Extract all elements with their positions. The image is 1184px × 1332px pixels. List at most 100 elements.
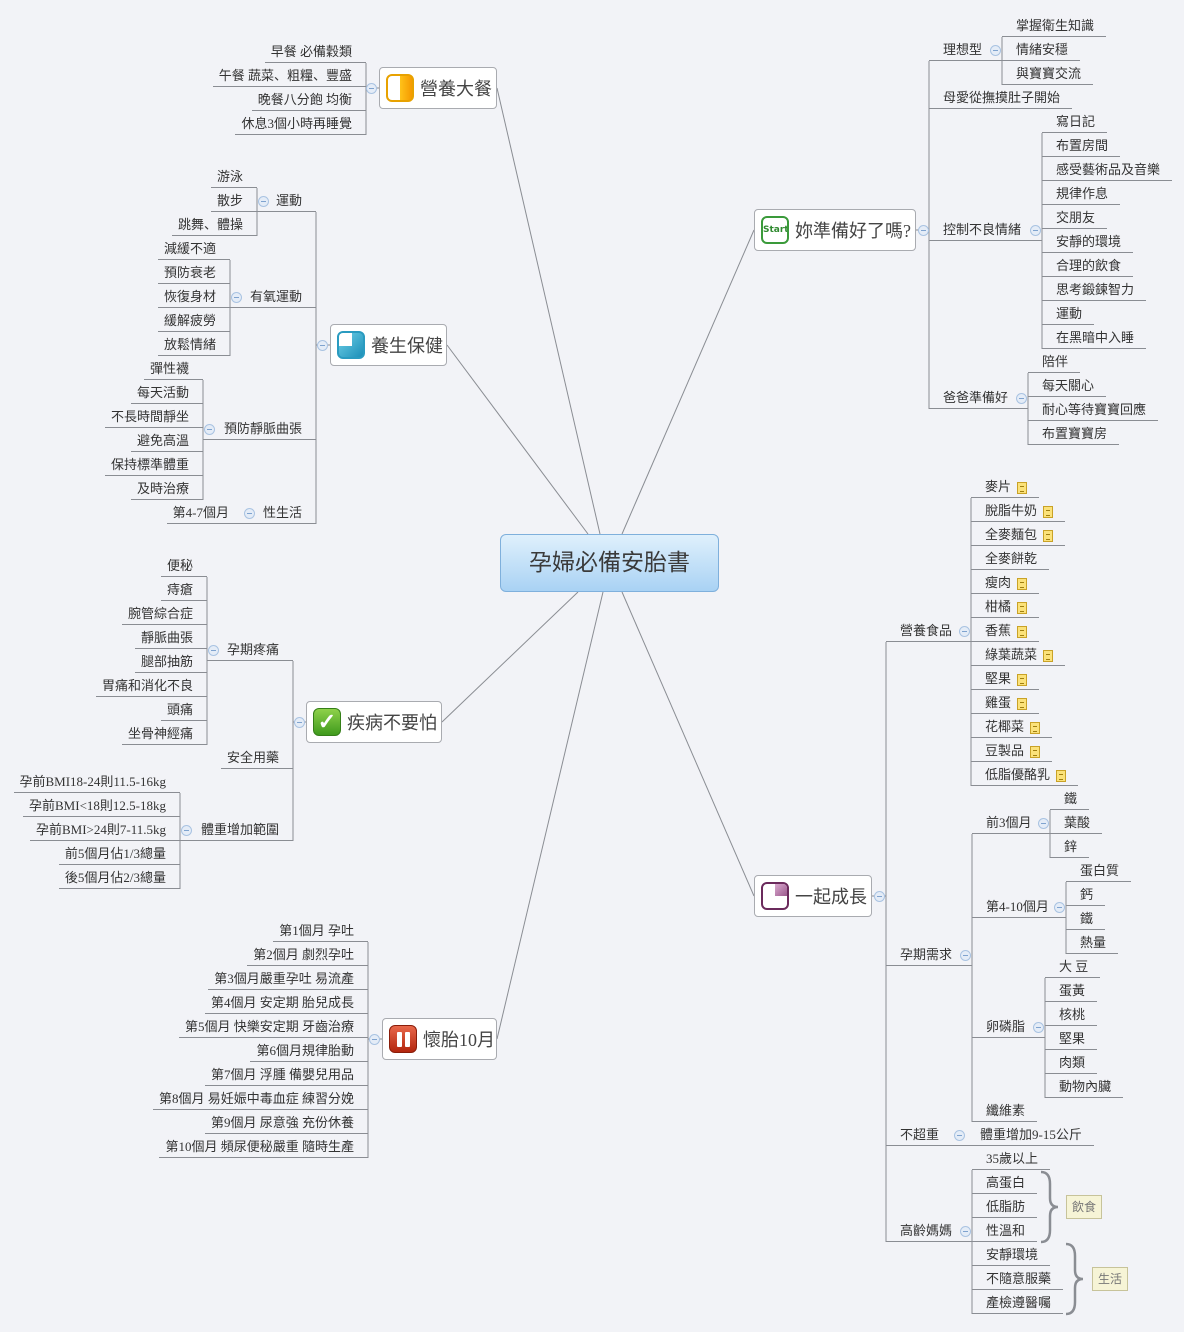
- mindmap-subtopic[interactable]: 第4-10個月: [972, 896, 1066, 918]
- mindmap-node[interactable]: 安靜環境: [972, 1244, 1051, 1266]
- collapse-toggle-icon[interactable]: [365, 82, 377, 94]
- collapse-toggle-icon[interactable]: [1015, 392, 1027, 404]
- mindmap-node[interactable]: 葉酸: [1050, 812, 1103, 834]
- note-icon[interactable]: [1017, 482, 1028, 495]
- collapse-toggle-icon[interactable]: [873, 890, 885, 902]
- mindmap-node[interactable]: 運動: [1042, 303, 1095, 325]
- mindmap-node[interactable]: 蛋黃: [1045, 980, 1098, 1002]
- mindmap-node[interactable]: 第5個月 快樂安定期 牙齒治療: [178, 1016, 368, 1038]
- mindmap-node[interactable]: 低脂優酪乳: [971, 764, 1079, 786]
- mindmap-node[interactable]: 頭痛: [160, 699, 207, 721]
- mindmap-subtopic[interactable]: 孕期需求: [886, 944, 972, 966]
- mindmap-node[interactable]: 第7個月 浮腫 備嬰兒用品: [204, 1064, 368, 1086]
- mindmap-node[interactable]: 安靜的環境: [1042, 231, 1134, 253]
- mindmap-subtopic[interactable]: 前3個月: [972, 812, 1050, 834]
- mindmap-node[interactable]: 合理的飲食: [1042, 255, 1134, 277]
- mindmap-node[interactable]: 孕前BMI>24則7-11.5kg: [30, 819, 180, 841]
- collapse-toggle-icon[interactable]: [180, 824, 192, 836]
- mindmap-node[interactable]: 晚餐八分飽 均衡: [251, 89, 366, 111]
- mindmap-node[interactable]: 第4個月 安定期 胎兒成長: [204, 992, 368, 1014]
- collapse-toggle-icon[interactable]: [959, 1225, 971, 1237]
- collapse-toggle-icon[interactable]: [203, 423, 215, 435]
- mindmap-node[interactable]: 彈性襪: [143, 358, 203, 380]
- mindmap-subtopic[interactable]: 高齡媽媽: [886, 1220, 972, 1242]
- topic-disease[interactable]: ✓疾病不要怕: [306, 701, 442, 743]
- topic-health[interactable]: 養生保健: [330, 324, 447, 366]
- note-icon[interactable]: [1030, 746, 1041, 759]
- mindmap-node[interactable]: 熱量: [1066, 932, 1119, 954]
- mindmap-node[interactable]: 第10個月 頻尿便秘嚴重 隨時生產: [159, 1136, 368, 1158]
- mindmap-node[interactable]: 坐骨神經痛: [121, 723, 207, 745]
- mindmap-node[interactable]: 交朋友: [1042, 207, 1108, 229]
- collapse-toggle-icon[interactable]: [958, 625, 970, 637]
- collapse-toggle-icon[interactable]: [230, 291, 242, 303]
- mindmap-node[interactable]: 痔瘡: [160, 579, 207, 601]
- note-icon[interactable]: [1017, 674, 1028, 687]
- mindmap-subtopic[interactable]: 運動: [257, 190, 316, 212]
- mindmap-node[interactable]: 第6個月規律胎動: [250, 1040, 368, 1062]
- mindmap-node[interactable]: 減緩不適: [157, 238, 230, 260]
- collapse-toggle-icon[interactable]: [1037, 817, 1049, 829]
- mindmap-node[interactable]: 低脂肪: [972, 1196, 1038, 1218]
- mindmap-subtopic[interactable]: 營養食品: [886, 620, 971, 642]
- mindmap-node[interactable]: 休息3個小時再睡覺: [235, 113, 366, 135]
- mindmap-node[interactable]: 感受藝術品及音樂: [1042, 159, 1173, 181]
- mindmap-node[interactable]: 動物內臟: [1045, 1076, 1124, 1098]
- collapse-toggle-icon[interactable]: [293, 716, 305, 728]
- collapse-toggle-icon[interactable]: [243, 507, 255, 519]
- mindmap-node[interactable]: 第2個月 劇烈孕吐: [247, 944, 368, 966]
- note-icon[interactable]: [1030, 722, 1041, 735]
- collapse-toggle-icon[interactable]: [1032, 1021, 1044, 1033]
- mindmap-node[interactable]: 豆製品: [971, 740, 1053, 762]
- note-icon[interactable]: [1043, 506, 1054, 519]
- mindmap-node[interactable]: 全麥麵包: [971, 524, 1066, 546]
- collapse-toggle-icon[interactable]: [207, 644, 219, 656]
- mindmap-node[interactable]: 全麥餅乾: [971, 548, 1050, 570]
- mindmap-node[interactable]: 花椰菜: [971, 716, 1053, 738]
- mindmap-node[interactable]: 預防衰老: [157, 262, 230, 284]
- collapse-toggle-icon[interactable]: [953, 1129, 965, 1141]
- mindmap-node[interactable]: 大 豆: [1045, 956, 1101, 978]
- mindmap-node[interactable]: 高蛋白: [972, 1172, 1038, 1194]
- collapse-toggle-icon[interactable]: [257, 195, 269, 207]
- mindmap-node[interactable]: 35歲以上: [972, 1148, 1051, 1170]
- mindmap-node[interactable]: 在黑暗中入睡: [1042, 327, 1147, 349]
- note-icon[interactable]: [1043, 530, 1054, 543]
- mindmap-node[interactable]: 第4-7個月: [166, 502, 243, 524]
- mindmap-node[interactable]: 纖維素: [972, 1100, 1038, 1122]
- mindmap-subtopic[interactable]: 理想型: [929, 39, 1002, 61]
- mindmap-node[interactable]: 游泳: [210, 166, 257, 188]
- mindmap-node[interactable]: 及時治療: [130, 478, 203, 500]
- mindmap-subtopic[interactable]: 預防靜脈曲張: [203, 418, 316, 440]
- mindmap-node[interactable]: 蛋白質: [1066, 860, 1132, 882]
- mindmap-node[interactable]: 前5個月佔1/3總量: [58, 843, 180, 865]
- mindmap-node[interactable]: 核桃: [1045, 1004, 1098, 1026]
- mindmap-node[interactable]: 不長時間靜坐: [104, 406, 203, 428]
- collapse-toggle-icon[interactable]: [989, 44, 1001, 56]
- collapse-toggle-icon[interactable]: [917, 224, 929, 236]
- mindmap-subtopic[interactable]: 卵磷脂: [972, 1016, 1045, 1038]
- mindmap-node[interactable]: 第9個月 尿意強 充份休養: [204, 1112, 368, 1134]
- mindmap-node[interactable]: 腿部抽筋: [134, 651, 207, 673]
- mindmap-node[interactable]: 鈣: [1066, 884, 1106, 906]
- topic-grow[interactable]: 一起成長: [754, 875, 872, 917]
- mindmap-node[interactable]: 散步: [210, 190, 257, 212]
- collapse-toggle-icon[interactable]: [368, 1033, 380, 1045]
- mindmap-node[interactable]: 思考鍛鍊智力: [1042, 279, 1147, 301]
- mindmap-node[interactable]: 布置房間: [1042, 135, 1121, 157]
- mindmap-node[interactable]: 耐心等待寶寶回應: [1028, 399, 1159, 421]
- mindmap-node[interactable]: 每天活動: [130, 382, 203, 404]
- boundary-label-diet[interactable]: 飲食: [1066, 1195, 1102, 1219]
- topic-nutrition[interactable]: 營養大餐: [379, 67, 497, 109]
- mindmap-node[interactable]: 香蕉: [971, 620, 1040, 642]
- collapse-toggle-icon[interactable]: [316, 339, 328, 351]
- collapse-toggle-icon[interactable]: [1053, 901, 1065, 913]
- mindmap-node[interactable]: 保持標準體重: [104, 454, 203, 476]
- mindmap-node[interactable]: 規律作息: [1042, 183, 1121, 205]
- mindmap-node[interactable]: 每天關心: [1028, 375, 1107, 397]
- central-topic[interactable]: 孕婦必備安胎書: [500, 534, 719, 592]
- mindmap-subtopic[interactable]: 體重增加範圍: [180, 819, 293, 841]
- mindmap-node[interactable]: 鐵: [1066, 908, 1106, 930]
- mindmap-node[interactable]: 與寶寶交流: [1002, 63, 1094, 85]
- topic-months[interactable]: 懷胎10月: [382, 1018, 497, 1060]
